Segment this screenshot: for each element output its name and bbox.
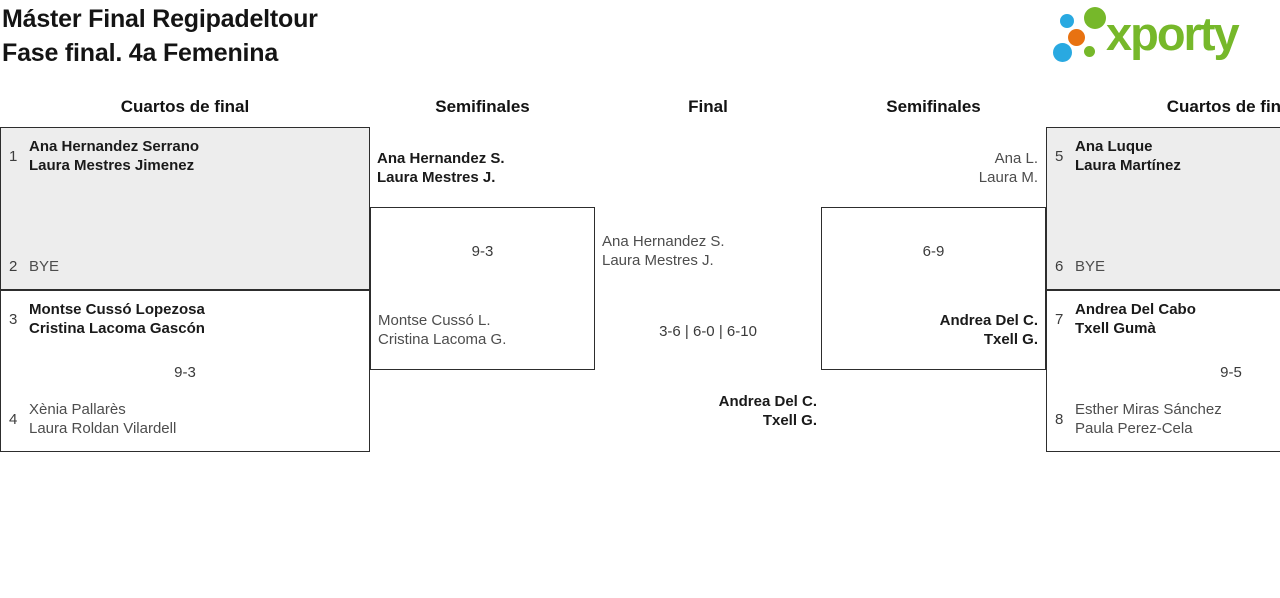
player-name: Txell Gumà	[1075, 320, 1156, 337]
round-header-final: Final	[688, 97, 728, 116]
player-name: Andrea Del C.	[939, 312, 1038, 329]
player-name: Laura M.	[978, 169, 1038, 186]
player-name: Paula Perez-Cela	[1075, 420, 1193, 437]
tournament-name: Máster Final Regipadeltour	[2, 5, 318, 33]
player-name: Laura Mestres Jimenez	[29, 157, 195, 174]
match-box-qf-left-1: 1 Ana Hernandez Serrano Laura Mestres Ji…	[0, 127, 370, 290]
team-names: Ana Hernandez S. Laura Mestres J.	[377, 149, 505, 187]
team-names: Xènia Pallarès Laura Roldan Vilardell	[29, 400, 176, 438]
round-header-quarterfinals-right: Cuartos de final	[1166, 97, 1280, 116]
team-entry: 4 Xènia Pallarès Laura Roldan Vilardell	[9, 400, 361, 438]
round-header-semifinals-left: Semifinales	[435, 97, 530, 116]
player-name: Txell G.	[762, 412, 817, 429]
team-names: Andrea Del C. Txell G.	[940, 311, 1038, 349]
team-names: Ana L. Laura M.	[979, 149, 1038, 187]
team-entry: 8 Esther Miras Sánchez Paula Perez-Cela	[1055, 400, 1280, 438]
player-name: Ana Hernandez S.	[602, 233, 725, 250]
seed-number: 7	[1055, 310, 1064, 328]
team-entry: 7 Andrea Del Cabo Txell Gumà	[1055, 300, 1280, 338]
player-name: Ana Hernandez Serrano	[29, 138, 200, 155]
page-title: Máster Final Regipadeltour Fase final. 4…	[2, 2, 318, 70]
player-name: Laura Mestres J.	[377, 169, 496, 186]
logo-dot-blue-small-icon	[1060, 14, 1074, 28]
team-names: Ana Luque Laura Martínez	[1075, 137, 1181, 175]
team-entry: 3 Montse Cussó Lopezosa Cristina Lacoma …	[9, 300, 361, 338]
team-names: Montse Cussó L. Cristina Lacoma G.	[378, 311, 506, 349]
player-name: Txell G.	[983, 331, 1038, 348]
team-entry: 6 BYE	[1055, 257, 1280, 276]
team-names: BYE	[1075, 257, 1105, 276]
team-names: Andrea Del Cabo Txell Gumà	[1075, 300, 1196, 338]
match-box-qf-right-1: 5 Ana Luque Laura Martínez 6 BYE	[1046, 127, 1280, 290]
seed-number: 1	[9, 147, 18, 165]
logo-dot-green-small-icon	[1084, 46, 1095, 57]
logo-dot-blue-large-icon	[1053, 43, 1072, 62]
player-name: BYE	[29, 258, 60, 275]
player-name: Xènia Pallarès	[29, 401, 126, 418]
team-names: Esther Miras Sánchez Paula Perez-Cela	[1075, 400, 1222, 438]
match-score: 9-3	[471, 243, 494, 260]
logo-dot-green-large-icon	[1084, 7, 1106, 29]
team-entry: 5 Ana Luque Laura Martínez	[1055, 137, 1280, 175]
match-box-qf-right-2: 7 Andrea Del Cabo Txell Gumà 9-5 8 Esthe…	[1046, 290, 1280, 452]
round-header-quarterfinals-left: Cuartos de final	[120, 97, 250, 116]
team-names: Montse Cussó Lopezosa Cristina Lacoma Ga…	[29, 300, 205, 338]
logo-wordmark: xporty	[1106, 7, 1240, 60]
player-name: Laura Martínez	[1075, 157, 1181, 174]
player-name: Ana Hernandez S.	[377, 150, 505, 167]
player-name: Cristina Lacoma G.	[378, 331, 507, 348]
phase-name: Fase final. 4a Femenina	[2, 39, 279, 67]
seed-number: 6	[1055, 258, 1064, 275]
match-score: 9-3	[174, 364, 196, 381]
seed-number: 5	[1055, 147, 1064, 165]
player-name: Montse Cussó L.	[378, 312, 491, 329]
team-entry: 2 BYE	[9, 257, 361, 276]
player-name: Andrea Del C.	[718, 393, 817, 410]
round-header-semifinals-right: Semifinales	[886, 97, 981, 116]
team-names: Ana Hernandez S. Laura Mestres J.	[602, 232, 725, 270]
match-score: 6-9	[922, 243, 945, 260]
player-name: Laura Mestres J.	[602, 252, 714, 269]
player-name: BYE	[1075, 258, 1106, 275]
logo-dot-orange-icon	[1068, 29, 1085, 46]
player-name: Esther Miras Sánchez	[1075, 401, 1222, 418]
seed-number: 2	[9, 258, 18, 275]
player-name: Montse Cussó Lopezosa	[29, 301, 205, 318]
seed-number: 4	[9, 410, 18, 428]
champion-team-names: Andrea Del C. Txell G.	[719, 392, 817, 430]
match-box-sf-right: 6-9 Andrea Del C. Txell G.	[821, 207, 1046, 370]
player-name: Ana L.	[994, 150, 1038, 167]
final-score: 3-6 | 6-0 | 6-10	[659, 323, 757, 340]
player-name: Laura Roldan Vilardell	[29, 420, 177, 437]
seed-number: 3	[9, 310, 18, 328]
team-names: BYE	[29, 257, 59, 276]
team-entry: 1 Ana Hernandez Serrano Laura Mestres Ji…	[9, 137, 361, 175]
player-name: Cristina Lacoma Gascón	[29, 320, 205, 337]
player-name: Ana Luque	[1075, 138, 1153, 155]
xporty-logo[interactable]: xporty	[1050, 4, 1280, 68]
team-names: Ana Hernandez Serrano Laura Mestres Jime…	[29, 137, 199, 175]
match-box-qf-left-2: 3 Montse Cussó Lopezosa Cristina Lacoma …	[0, 290, 370, 452]
match-score: 9-5	[1220, 364, 1242, 381]
player-name: Andrea Del Cabo	[1075, 301, 1196, 318]
seed-number: 8	[1055, 410, 1064, 428]
match-box-sf-left: 9-3 Montse Cussó L. Cristina Lacoma G.	[370, 207, 595, 370]
